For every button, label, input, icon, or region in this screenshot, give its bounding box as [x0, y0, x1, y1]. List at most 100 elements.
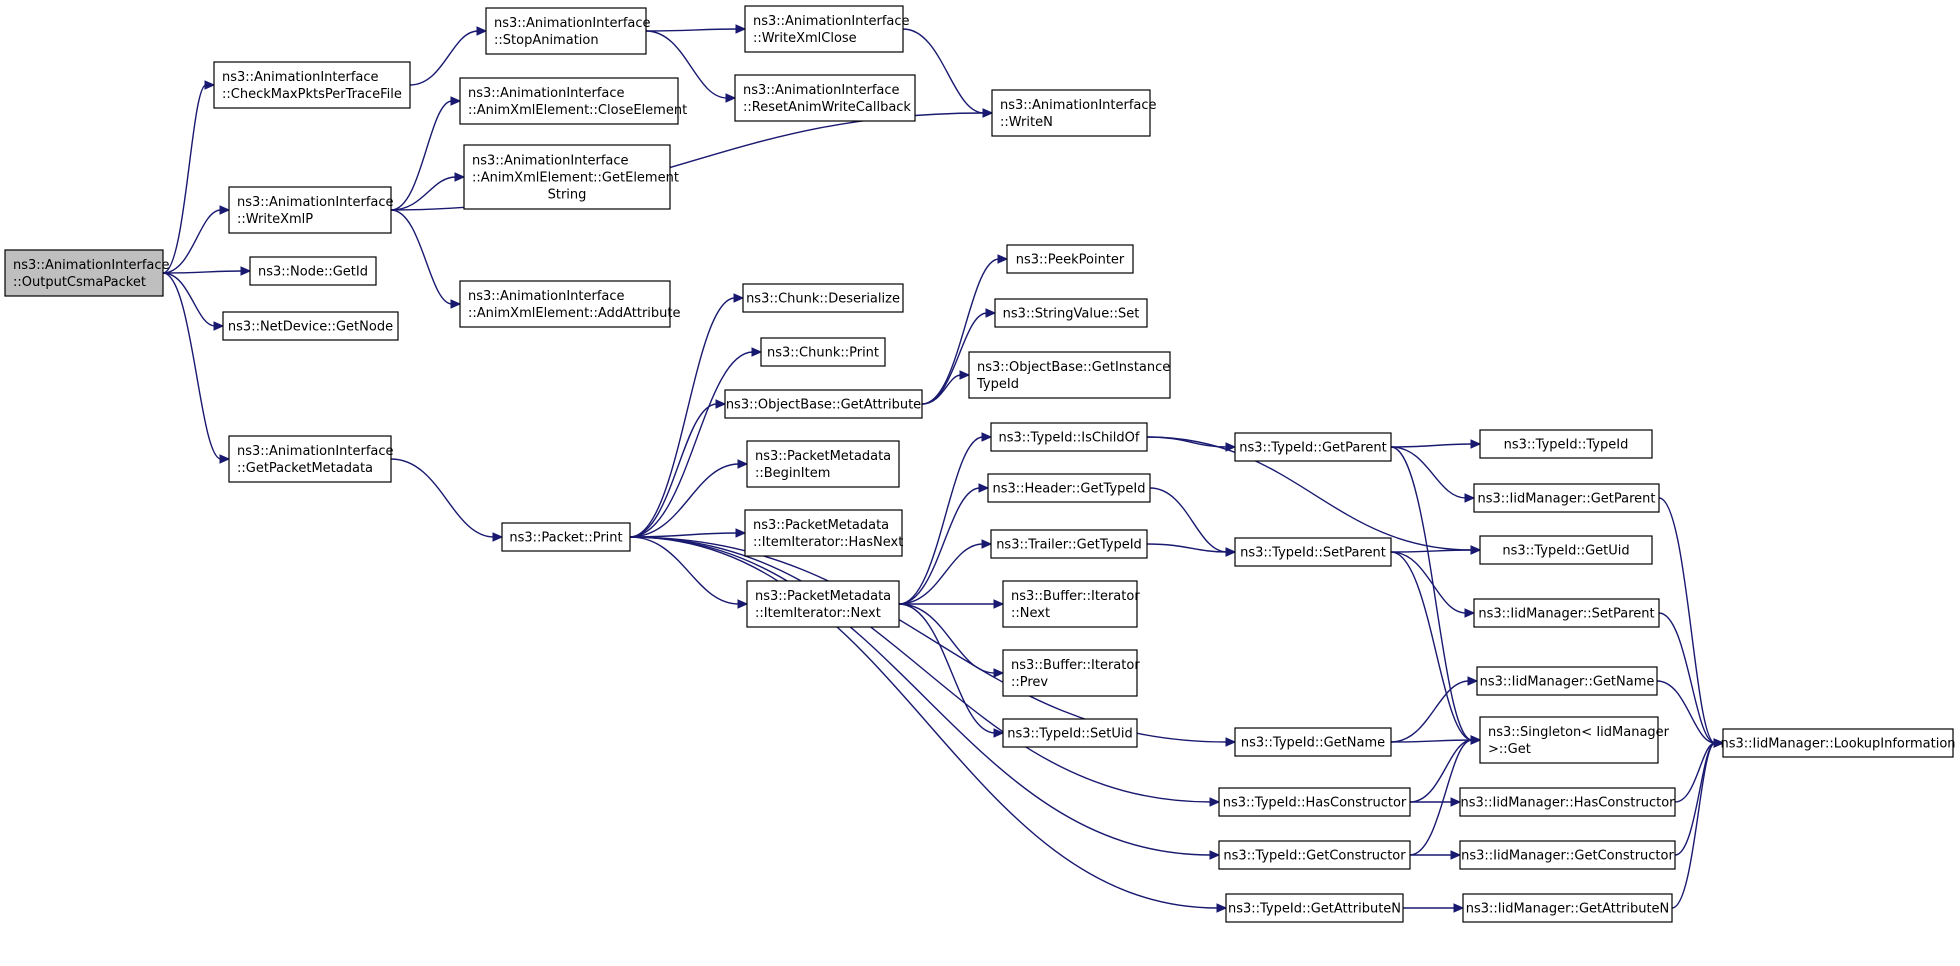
node-getpktmeta[interactable]: ns3::AnimationInterface::GetPacketMetada…: [228, 435, 394, 483]
node-box: [1002, 580, 1138, 628]
node-writexmlp[interactable]: ns3::AnimationInterface::WriteXmlP: [228, 186, 394, 234]
node-closeelem[interactable]: ns3::AnimationInterface::AnimXmlElement:…: [459, 77, 687, 125]
edge-packetprint-objgetattr: [629, 403, 718, 538]
arrowhead: [476, 26, 488, 36]
edge-packetprint-itemnext: [629, 536, 740, 605]
node-writexmlclose[interactable]: ns3::AnimationInterface::WriteXmlClose: [744, 5, 910, 53]
node-chunkprint[interactable]: ns3::Chunk::Print: [760, 337, 886, 367]
node-hdrgettid[interactable]: ns3::Header::GetTypeId: [987, 473, 1151, 503]
arrowhead: [450, 299, 462, 309]
node-box: [1479, 716, 1659, 764]
node-bufprev[interactable]: ns3::Buffer::Iterator::Prev: [1002, 649, 1140, 697]
node-box: [760, 337, 886, 367]
node-tidtypeid[interactable]: ns3::TypeId::TypeId: [1479, 429, 1653, 459]
edge-iidsetparent-lookupinfo: [1658, 612, 1716, 744]
node-beginitem[interactable]: ns3::PacketMetadata::BeginItem: [746, 440, 900, 488]
node-lookupinfo[interactable]: ns3::IidManager::LookupInformation: [1720, 728, 1956, 758]
node-label: ::AnimXmlElement::AddAttribute: [468, 306, 681, 321]
node-label: ns3::Trailer::GetTypeId: [996, 538, 1142, 553]
node-tidgetname[interactable]: ns3::TypeId::GetName: [1234, 727, 1392, 757]
node-label: ns3::PacketMetadata: [755, 449, 891, 464]
node-label: ns3::AnimationInterface: [222, 70, 379, 85]
edge-packetprint-tidgetctor: [629, 536, 1212, 856]
edge-writexmlp-closeelem: [390, 100, 453, 211]
node-tidsetuid[interactable]: ns3::TypeId::SetUid: [1002, 718, 1138, 748]
node-iidgetctor[interactable]: ns3::IidManager::GetConstructor: [1459, 840, 1676, 870]
node-box: [1002, 718, 1138, 748]
node-checkmax[interactable]: ns3::AnimationInterface::CheckMaxPktsPer…: [213, 61, 411, 109]
node-tidgetuid[interactable]: ns3::TypeId::GetUid: [1479, 535, 1653, 565]
node-label: ns3::Buffer::Iterator: [1011, 658, 1140, 673]
edge-output-writexmlp: [162, 209, 222, 274]
edge-writexmlp-getelemstr: [390, 176, 457, 211]
node-box: [968, 351, 1171, 399]
arrowhead: [982, 108, 994, 118]
node-packetprint[interactable]: ns3::Packet::Print: [501, 522, 631, 552]
node-iidgetname[interactable]: ns3::IidManager::GetName: [1476, 666, 1658, 696]
node-singleton[interactable]: ns3::Singleton< IidManager>::Get: [1479, 716, 1670, 764]
node-bufnext[interactable]: ns3::Buffer::Iterator::Next: [1002, 580, 1140, 628]
arrowhead: [1470, 545, 1482, 555]
node-label: ns3::AnimationInterface: [1000, 98, 1157, 113]
node-tidgetparent[interactable]: ns3::TypeId::GetParent: [1234, 432, 1392, 462]
edge-iidgetattrn-lookupinfo: [1671, 742, 1716, 909]
arrowhead: [737, 459, 749, 469]
edge-writexmlp-addattr: [390, 209, 453, 305]
edge-objgetattr-getinsttid: [921, 374, 962, 405]
node-writen[interactable]: ns3::AnimationInterface::WriteN: [991, 89, 1157, 137]
node-box: [990, 529, 1148, 559]
edge-packetprint-chunkprint: [629, 351, 754, 538]
node-iidgetattrn[interactable]: ns3::IidManager::GetAttributeN: [1462, 893, 1673, 923]
node-tidgetattrn[interactable]: ns3::TypeId::GetAttributeN: [1225, 893, 1404, 923]
node-tidhasctor[interactable]: ns3::TypeId::HasConstructor: [1218, 787, 1411, 817]
node-itemnext[interactable]: ns3::PacketMetadata::ItemIterator::Next: [746, 580, 900, 628]
node-box: [228, 435, 392, 483]
arrowhead: [1225, 737, 1237, 747]
node-iidsetparent[interactable]: ns3::IidManager::SetParent: [1473, 598, 1660, 628]
edge-objgetattr-strvalset: [921, 312, 988, 405]
node-output[interactable]: ns3::AnimationInterface::OutputCsmaPacke…: [4, 249, 170, 297]
arrowhead: [1450, 850, 1462, 860]
node-label: ns3::ObjectBase::GetAttribute: [726, 398, 921, 413]
edge-itemnext-ischildof: [898, 436, 984, 605]
node-addattr[interactable]: ns3::AnimationInterface::AnimXmlElement:…: [459, 280, 681, 328]
node-box: [1006, 244, 1134, 274]
node-trlgettid[interactable]: ns3::Trailer::GetTypeId: [990, 529, 1148, 559]
node-getelemstr[interactable]: ns3::AnimationInterface::AnimXmlElement:…: [463, 144, 679, 210]
arrowhead: [1464, 608, 1476, 618]
node-iidgetparent[interactable]: ns3::IidManager::GetParent: [1473, 483, 1660, 513]
node-nodegetid[interactable]: ns3::Node::GetId: [249, 256, 377, 286]
node-resetanim[interactable]: ns3::AnimationInterface::ResetAnimWriteC…: [734, 74, 916, 122]
node-label: ns3::TypeId::HasConstructor: [1223, 796, 1407, 811]
node-netdevgetnode[interactable]: ns3::NetDevice::GetNode: [222, 311, 399, 341]
edge-objgetattr-peekptr: [921, 258, 1000, 405]
node-box: [1234, 727, 1392, 757]
node-label: ns3::TypeId::GetParent: [1239, 441, 1387, 456]
node-tidsetparent[interactable]: ns3::TypeId::SetParent: [1234, 537, 1392, 567]
node-iidhasctor[interactable]: ns3::IidManager::HasConstructor: [1459, 787, 1676, 817]
node-stopanim[interactable]: ns3::AnimationInterface::StopAnimation: [485, 7, 651, 55]
edges-layer: [162, 24, 1725, 913]
arrowhead: [1225, 442, 1237, 452]
node-label: ::Next: [1011, 606, 1050, 621]
edge-itemnext-trlgettid: [898, 543, 984, 605]
node-label: ns3::Buffer::Iterator: [1011, 589, 1140, 604]
edge-itemnext-bufprev: [898, 603, 996, 674]
edge-iidgetparent-lookupinfo: [1658, 497, 1716, 744]
edge-tidgetname-singleton: [1390, 739, 1473, 743]
node-box: [213, 61, 411, 109]
node-label: ns3::TypeId::GetConstructor: [1223, 849, 1406, 864]
node-chunkdeser[interactable]: ns3::Chunk::Deserialize: [742, 283, 904, 313]
node-objgetattr[interactable]: ns3::ObjectBase::GetAttribute: [724, 389, 923, 419]
node-hasnext[interactable]: ns3::PacketMetadata::ItemIterator::HasNe…: [744, 509, 903, 557]
node-label: ns3::AnimationInterface: [237, 444, 394, 459]
edge-output-getpktmeta: [162, 272, 222, 460]
node-ischildof[interactable]: ns3::TypeId::IsChildOf: [990, 422, 1148, 452]
node-strvalset[interactable]: ns3::StringValue::Set: [994, 298, 1148, 328]
node-peekptr[interactable]: ns3::PeekPointer: [1006, 244, 1134, 274]
node-box: [1218, 840, 1411, 870]
node-tidgetctor[interactable]: ns3::TypeId::GetConstructor: [1218, 840, 1411, 870]
node-box: [1002, 649, 1138, 697]
